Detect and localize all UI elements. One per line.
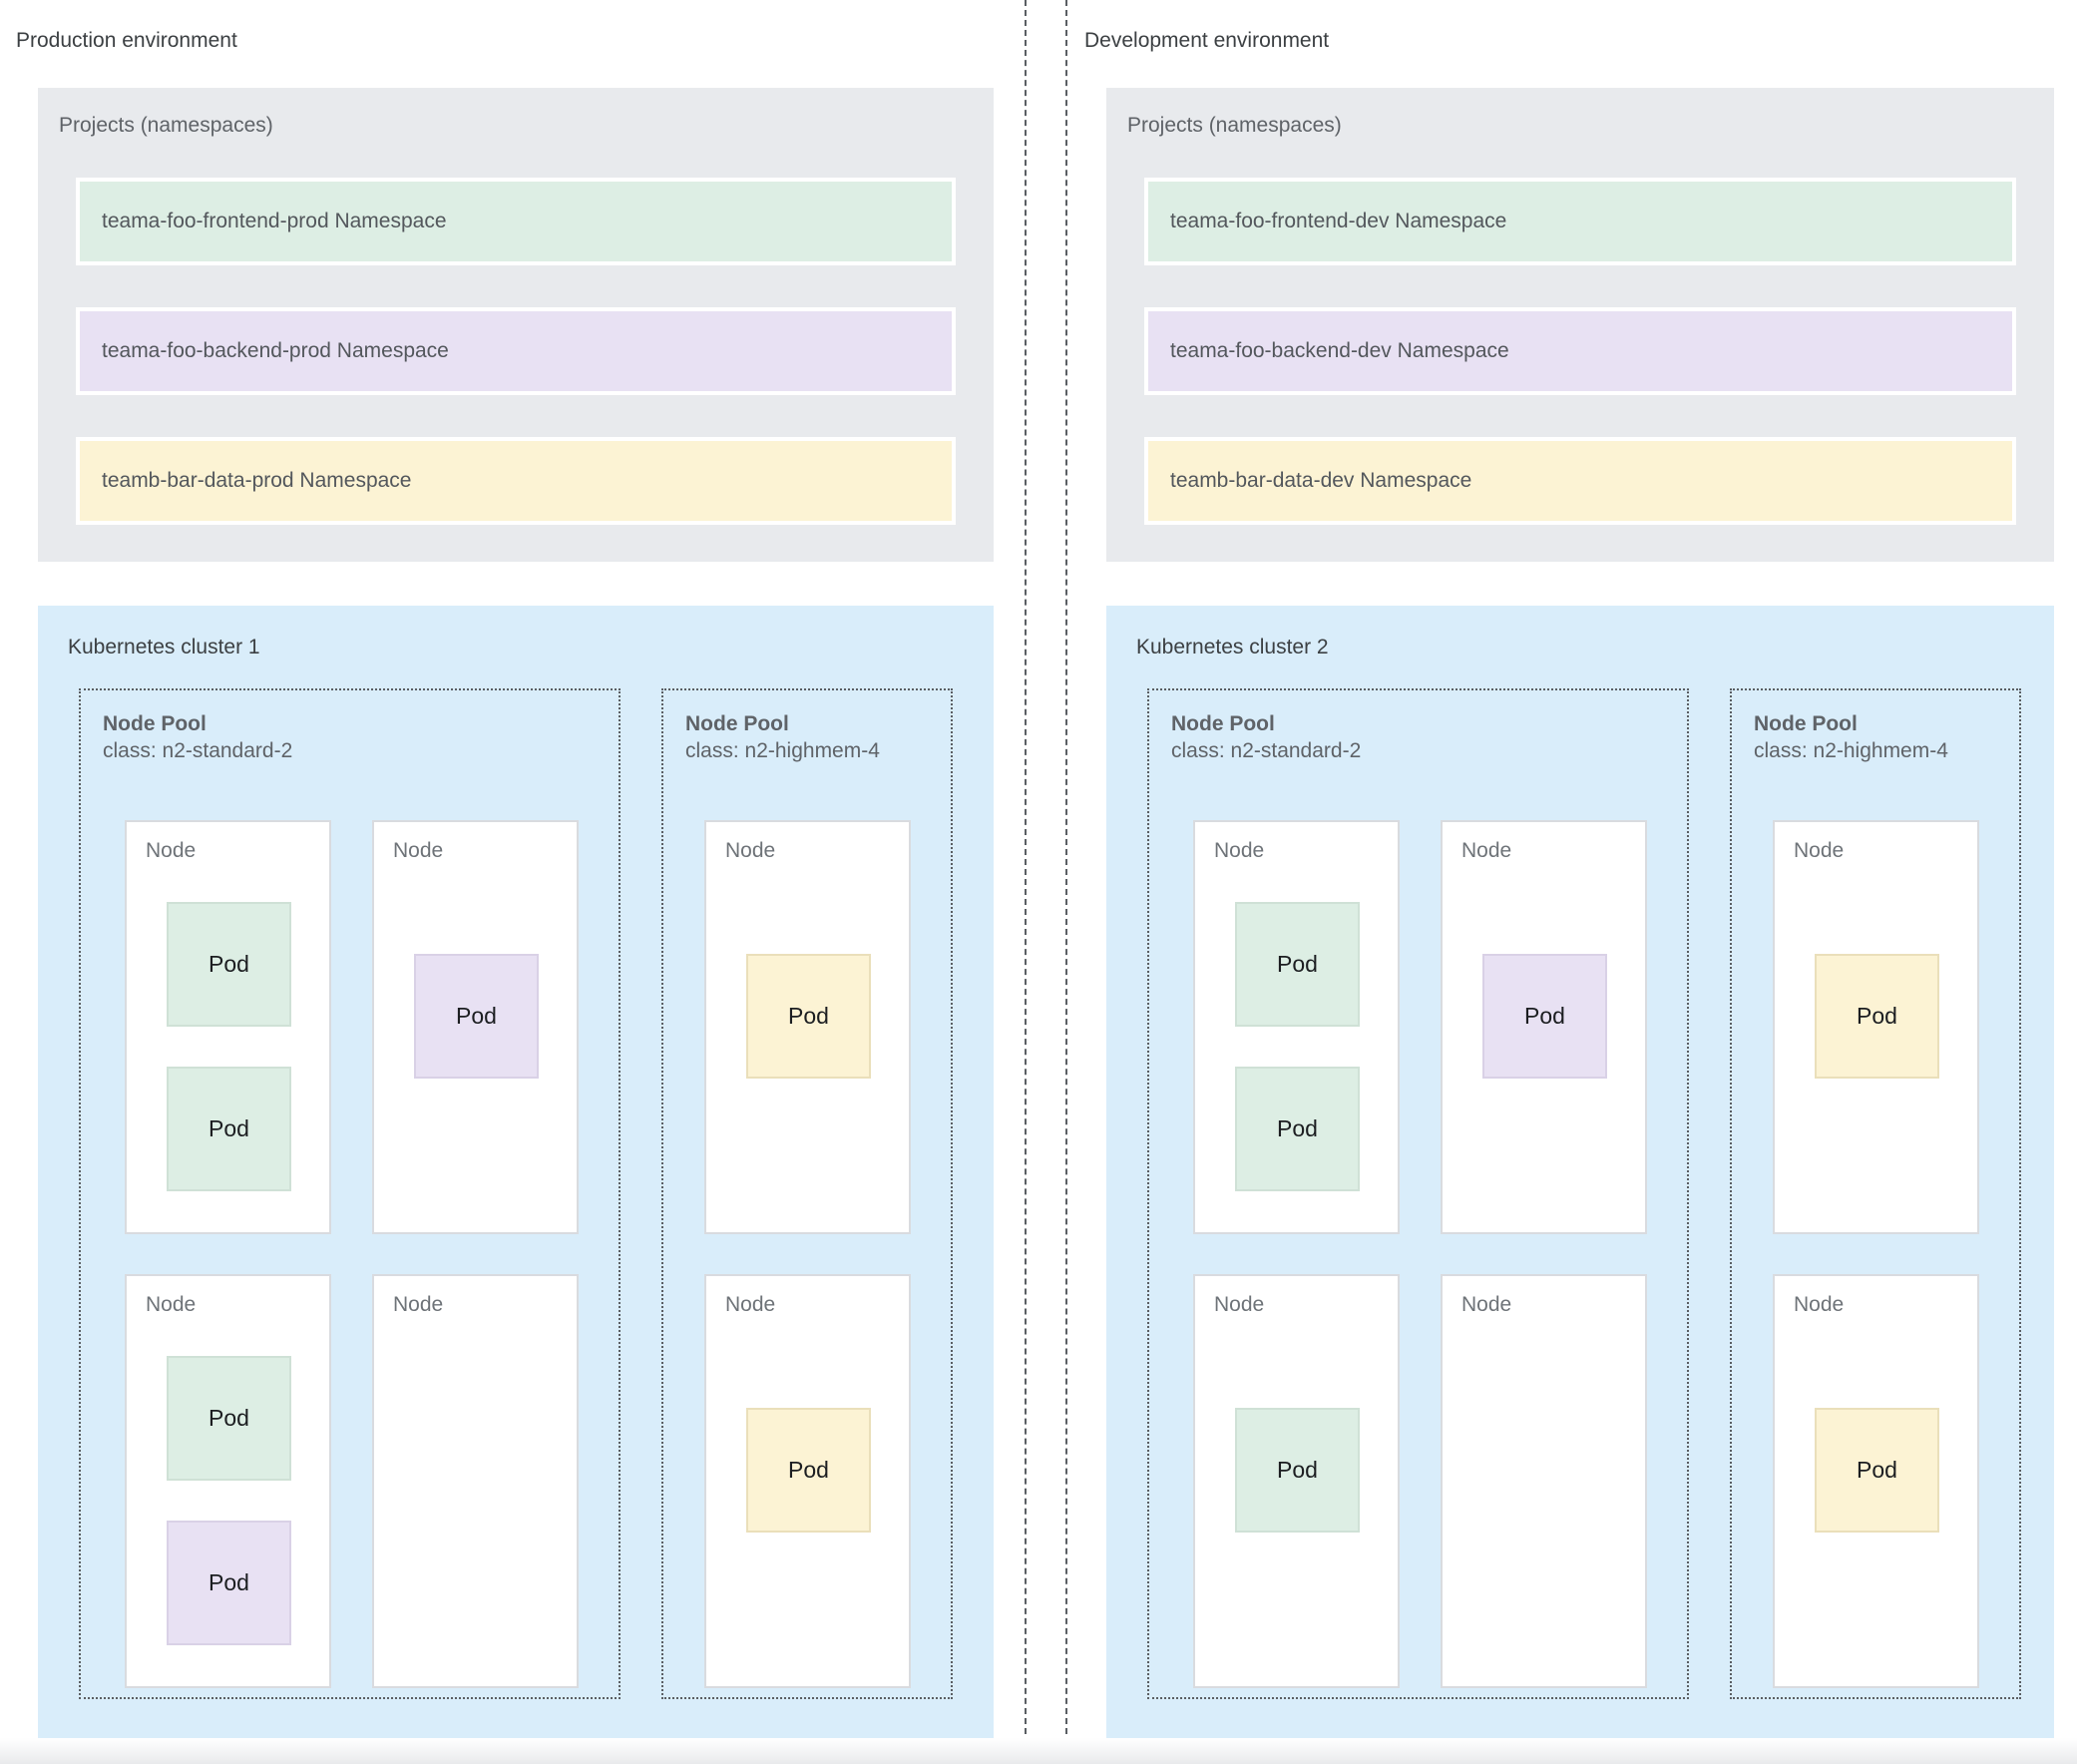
node-pool-title: Node Pool class: n2-highmem-4: [1754, 710, 1948, 764]
node-pool-class: class: n2-highmem-4: [685, 739, 880, 762]
development-environment-column: Development environment Projects (namesp…: [1083, 0, 2066, 1764]
environment-label: Development environment: [1084, 29, 1330, 52]
node-pool-standard: Node Pool class: n2-standard-2 Node Pod …: [79, 688, 621, 1699]
pod-green: Pod: [1235, 1067, 1360, 1191]
node-pool-class: class: n2-highmem-4: [1754, 739, 1948, 762]
node-pool-title: Node Pool class: n2-standard-2: [103, 710, 292, 764]
namespace-backend-dev: teama-foo-backend-dev Namespace: [1148, 311, 2012, 391]
pod-yellow: Pod: [746, 1408, 871, 1533]
node-pool-title: Node Pool class: n2-standard-2: [1171, 710, 1361, 764]
environment-divider-line: [1025, 0, 1027, 1764]
projects-title: Projects (namespaces): [59, 114, 273, 137]
cluster-title: Kubernetes cluster 1: [68, 636, 260, 659]
node-pool-name: Node Pool: [1754, 712, 1858, 735]
pod-yellow: Pod: [1815, 1408, 1939, 1533]
node: Node Pod: [1441, 820, 1647, 1234]
pod-green: Pod: [1235, 1408, 1360, 1533]
node-empty: Node: [1441, 1274, 1647, 1688]
namespace-label: teama-foo-backend-dev Namespace: [1170, 339, 1509, 362]
projects-box: Projects (namespaces) teama-foo-frontend…: [1106, 88, 2054, 562]
pod-purple: Pod: [1482, 954, 1607, 1079]
namespace-bar: teama-foo-frontend-prod Namespace: [76, 178, 956, 265]
environment-divider-line: [1065, 0, 1067, 1764]
namespace-label: teama-foo-frontend-prod Namespace: [102, 210, 447, 232]
node: Node Pod Pod: [125, 1274, 331, 1688]
pod-yellow: Pod: [746, 954, 871, 1079]
projects-title: Projects (namespaces): [1127, 114, 1342, 137]
namespace-label: teama-foo-backend-prod Namespace: [102, 339, 449, 362]
namespace-backend-prod: teama-foo-backend-prod Namespace: [80, 311, 952, 391]
node: Node Pod Pod: [125, 820, 331, 1234]
pod-yellow: Pod: [1815, 954, 1939, 1079]
namespace-bar: teama-foo-backend-prod Namespace: [76, 307, 956, 395]
projects-box: Projects (namespaces) teama-foo-frontend…: [38, 88, 994, 562]
namespace-frontend-dev: teama-foo-frontend-dev Namespace: [1148, 182, 2012, 261]
environment-label: Production environment: [16, 29, 237, 52]
cluster-title: Kubernetes cluster 2: [1136, 636, 1329, 659]
pod-green: Pod: [167, 902, 291, 1027]
node-pool-title: Node Pool class: n2-highmem-4: [685, 710, 880, 764]
namespace-bar: teamb-bar-data-prod Namespace: [76, 437, 956, 525]
namespace-label: teamb-bar-data-dev Namespace: [1170, 469, 1472, 492]
node-empty: Node: [372, 1274, 579, 1688]
node-pool-class: class: n2-standard-2: [103, 739, 293, 762]
node: Node Pod: [372, 820, 579, 1234]
namespace-bar: teama-foo-frontend-dev Namespace: [1144, 178, 2016, 265]
namespace-bar: teamb-bar-data-dev Namespace: [1144, 437, 2016, 525]
node: Node Pod: [1773, 820, 1979, 1234]
production-environment-column: Production environment Projects (namespa…: [15, 0, 1003, 1764]
namespace-label: teama-foo-frontend-dev Namespace: [1170, 210, 1507, 232]
page-bottom-edge: [0, 1738, 2077, 1764]
node: Node Pod: [704, 1274, 911, 1688]
pod-purple: Pod: [414, 954, 539, 1079]
node-pool-highmem: Node Pool class: n2-highmem-4 Node Pod N…: [1730, 688, 2021, 1699]
namespace-frontend-prod: teama-foo-frontend-prod Namespace: [80, 182, 952, 261]
pod-green: Pod: [1235, 902, 1360, 1027]
node: Node Pod: [1193, 1274, 1400, 1688]
node-pool-name: Node Pool: [1171, 712, 1275, 735]
node-pool-class: class: n2-standard-2: [1171, 739, 1362, 762]
pod-purple: Pod: [167, 1521, 291, 1645]
namespace-label: teamb-bar-data-prod Namespace: [102, 469, 412, 492]
namespace-data-dev: teamb-bar-data-dev Namespace: [1148, 441, 2012, 521]
node: Node Pod: [704, 820, 911, 1234]
kubernetes-cluster-2-box: Kubernetes cluster 2 Node Pool class: n2…: [1106, 606, 2054, 1739]
namespace-bar: teama-foo-backend-dev Namespace: [1144, 307, 2016, 395]
namespace-data-prod: teamb-bar-data-prod Namespace: [80, 441, 952, 521]
pod-green: Pod: [167, 1067, 291, 1191]
node-pool-name: Node Pool: [685, 712, 789, 735]
node-pool-highmem: Node Pool class: n2-highmem-4 Node Pod N…: [661, 688, 953, 1699]
node-pool-standard: Node Pool class: n2-standard-2 Node Pod …: [1147, 688, 1689, 1699]
node: Node Pod: [1773, 1274, 1979, 1688]
kubernetes-cluster-1-box: Kubernetes cluster 1 Node Pool class: n2…: [38, 606, 994, 1739]
pod-green: Pod: [167, 1356, 291, 1481]
node: Node Pod Pod: [1193, 820, 1400, 1234]
node-pool-name: Node Pool: [103, 712, 207, 735]
